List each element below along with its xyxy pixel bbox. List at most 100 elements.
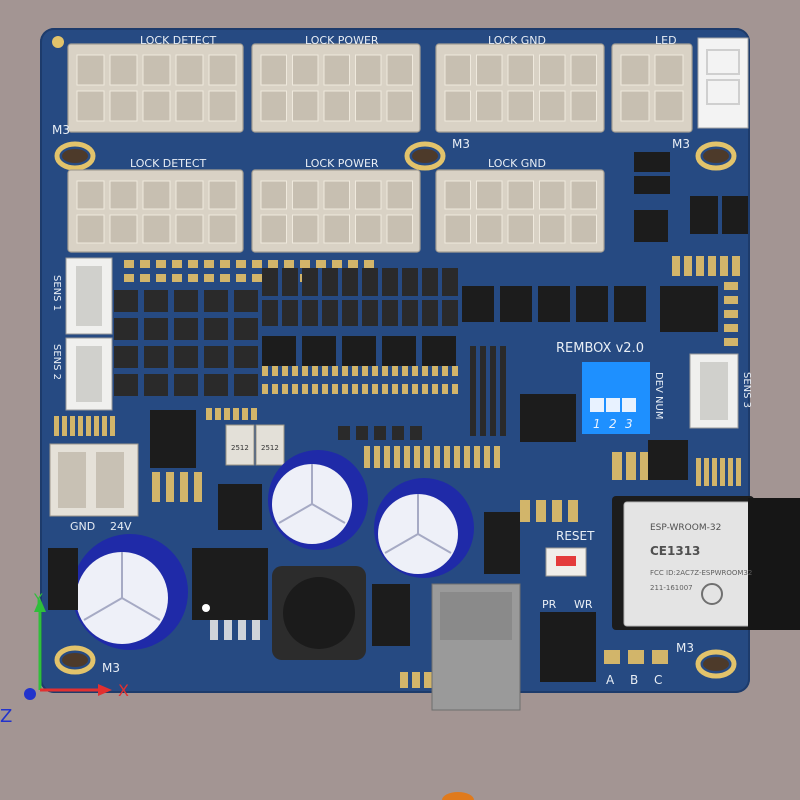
connector-pin-cell bbox=[444, 214, 471, 244]
label-sens1: SENS 1 bbox=[51, 275, 62, 311]
dip-label-3: 3 bbox=[625, 417, 633, 431]
inductor-core bbox=[283, 577, 355, 649]
smd-pad bbox=[444, 446, 450, 468]
smd-pad bbox=[724, 282, 738, 290]
dip-switch-toggle-1[interactable] bbox=[590, 398, 604, 412]
connector-pin-cell bbox=[175, 90, 204, 122]
label-m3-bottom-right: M3 bbox=[676, 641, 694, 655]
smd-pad bbox=[672, 256, 680, 276]
label-sens2: SENS 2 bbox=[51, 344, 62, 380]
mosfet bbox=[422, 336, 456, 366]
smd-pad bbox=[704, 458, 709, 486]
connector-pin-cell bbox=[654, 54, 684, 86]
module-text-2: CE1313 bbox=[650, 544, 700, 558]
module-text-4: 211-161007 bbox=[650, 584, 693, 592]
smd-pad bbox=[384, 446, 390, 468]
smd-pad bbox=[302, 384, 308, 394]
smd-pad bbox=[102, 416, 107, 436]
mosfet bbox=[614, 286, 646, 322]
connector-pin-cell bbox=[109, 180, 138, 210]
smd-pad bbox=[382, 384, 388, 394]
smd-pad bbox=[382, 366, 388, 376]
sot-transistor bbox=[144, 374, 168, 396]
smd-pad bbox=[78, 416, 83, 436]
resistor-2512-2 bbox=[255, 424, 285, 466]
connector-pin-cell bbox=[323, 54, 350, 86]
mount-hole-inner bbox=[62, 653, 88, 667]
dip-label-1: 1 bbox=[593, 417, 601, 431]
sot-transistor bbox=[204, 374, 228, 396]
mosfet bbox=[500, 286, 532, 322]
smd-pad bbox=[552, 500, 562, 522]
smd-pad bbox=[454, 446, 460, 468]
mount-hole bbox=[54, 141, 96, 171]
smd-pad bbox=[474, 446, 480, 468]
smd-diode bbox=[374, 426, 386, 440]
smd-pad bbox=[236, 260, 246, 268]
connector-pin-cell bbox=[260, 180, 287, 210]
mosfet bbox=[362, 300, 378, 326]
pin1-marker bbox=[202, 604, 210, 612]
capacitor-mid bbox=[268, 450, 368, 550]
smd-pad bbox=[54, 416, 59, 436]
smd-pad bbox=[282, 366, 288, 376]
mosfet bbox=[262, 336, 296, 366]
connector-pin-cell bbox=[444, 180, 471, 210]
capacitor-large-left bbox=[72, 534, 188, 650]
smd-pad bbox=[332, 366, 338, 376]
connector-pin-cell bbox=[386, 214, 413, 244]
smd-component-field bbox=[54, 256, 741, 688]
abc-pads bbox=[604, 650, 668, 664]
mosfet bbox=[302, 268, 318, 296]
smd-pad bbox=[412, 672, 420, 688]
sot-transistor bbox=[114, 318, 138, 340]
mosfet bbox=[322, 268, 338, 296]
pin-header-prog[interactable] bbox=[540, 612, 596, 682]
dip-switch-toggle-3[interactable] bbox=[622, 398, 636, 412]
jst-connector-top-right[interactable] bbox=[697, 37, 749, 129]
connector-pin-cell bbox=[386, 54, 413, 86]
connector-pin-cell bbox=[76, 180, 105, 210]
connector-pin-cell bbox=[208, 180, 237, 210]
connector-pin-cell bbox=[620, 90, 650, 122]
label-lock-gnd-1: LOCK GND bbox=[488, 34, 546, 47]
module-logo-icon bbox=[701, 583, 723, 605]
mount-hole-inner bbox=[703, 657, 729, 671]
label-reset: RESET bbox=[556, 529, 595, 543]
smd-pad bbox=[342, 366, 348, 376]
mount-hole-inner bbox=[62, 149, 88, 163]
connector-pin-cell bbox=[260, 214, 287, 244]
connector-pin-cell bbox=[292, 214, 319, 244]
smd-pad bbox=[464, 446, 470, 468]
connector-pin-cell bbox=[539, 54, 566, 86]
chip-left-soic bbox=[150, 410, 196, 468]
corner-dot bbox=[52, 36, 64, 48]
label-lock-power-2: LOCK POWER bbox=[305, 157, 379, 170]
smd-pad bbox=[262, 384, 268, 394]
smd-pad bbox=[400, 672, 408, 688]
esp32-module-shield[interactable] bbox=[623, 501, 757, 627]
smd-pad bbox=[284, 260, 294, 268]
label-c: C bbox=[654, 673, 662, 687]
connector-pin-cell bbox=[444, 54, 471, 86]
smd-pad bbox=[272, 366, 278, 376]
smd-pad bbox=[432, 366, 438, 376]
connector-pin-cell bbox=[260, 90, 287, 122]
mosfet bbox=[262, 300, 278, 326]
label-lock-detect-2: LOCK DETECT bbox=[130, 157, 207, 170]
reset-button-actuator[interactable] bbox=[556, 556, 576, 566]
connector-pin-cell bbox=[444, 90, 471, 122]
smd-pad bbox=[172, 260, 182, 268]
connector-pin-cell bbox=[355, 54, 382, 86]
dip-switch-toggle-2[interactable] bbox=[606, 398, 620, 412]
pad-b bbox=[628, 650, 644, 664]
smd-pad bbox=[724, 324, 738, 332]
smd-pad bbox=[394, 446, 400, 468]
connector-pin-cell bbox=[109, 90, 138, 122]
connector-pin-cell bbox=[208, 54, 237, 86]
label-gnd: GND bbox=[70, 520, 95, 533]
connector-pin-cell bbox=[323, 214, 350, 244]
smd-pad bbox=[402, 384, 408, 394]
smd-pad bbox=[364, 260, 374, 268]
